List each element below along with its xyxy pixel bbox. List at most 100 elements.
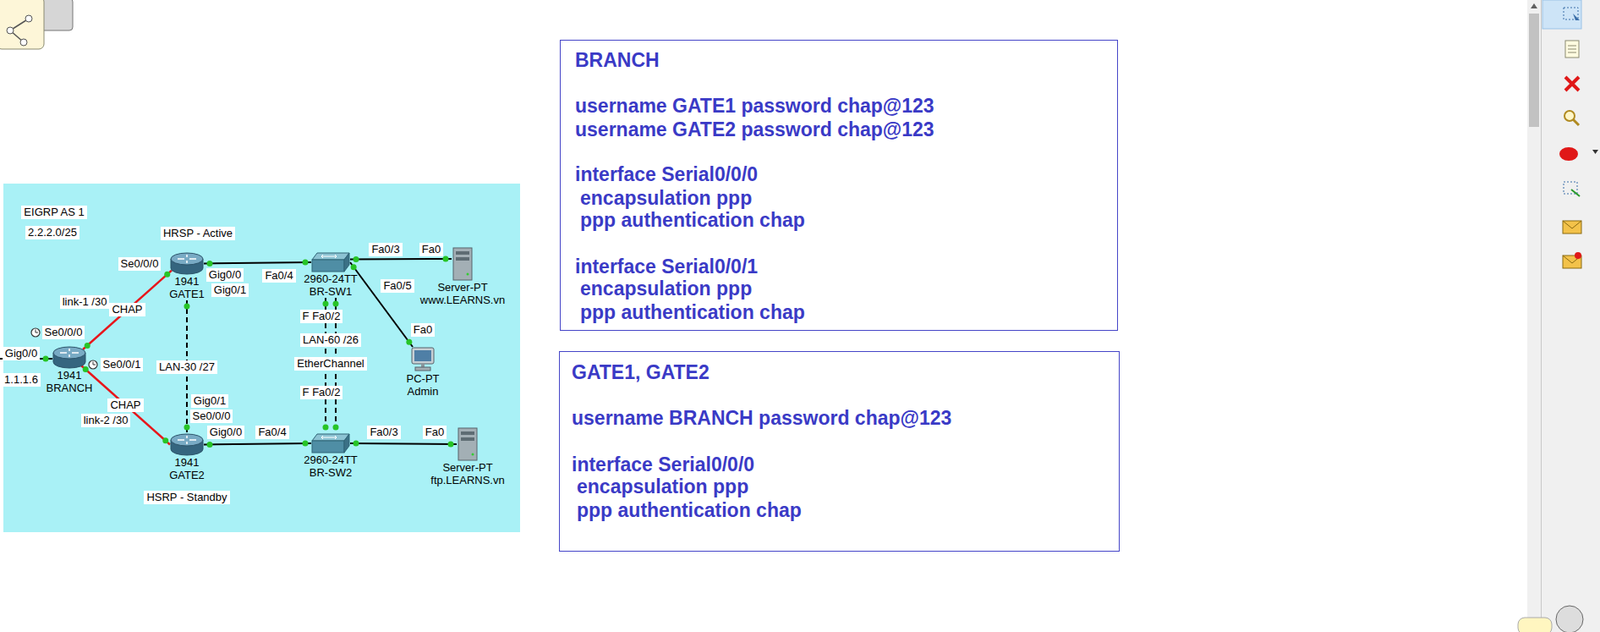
- interface-label: Se0/0/0: [42, 325, 86, 340]
- clock-symbol: [31, 328, 40, 337]
- server-bay: [455, 257, 470, 261]
- link-light: [333, 424, 340, 431]
- interface-label: F Fa0/2: [300, 385, 344, 400]
- router-top: [170, 252, 203, 265]
- device-label: Server-PT: [418, 280, 507, 294]
- interface-label: 2.2.2.0/25: [25, 225, 80, 240]
- pc-monitor: [411, 347, 434, 364]
- device-label: ftp.LEARNS.vn: [428, 473, 506, 487]
- router-device: 1941GATE1: [167, 252, 207, 301]
- switch-front: [312, 259, 345, 272]
- graph-dot: [25, 15, 33, 22]
- server-icon: [456, 427, 479, 461]
- switch-side: [344, 252, 350, 272]
- device-label: www.LEARNS.vn: [418, 293, 507, 307]
- network-area: [3, 183, 521, 532]
- device-label: BR-SW2: [301, 465, 360, 479]
- server-led: [471, 453, 475, 456]
- link-group: [350, 440, 457, 448]
- interface-label: 1.1.1.6: [1, 372, 41, 387]
- ethernet-link: [350, 257, 452, 260]
- pdu-tool: [1562, 220, 1582, 234]
- note-tool: [1565, 40, 1579, 58]
- router-icon: [52, 345, 87, 369]
- serial-link: [82, 270, 172, 350]
- router-icon: [169, 432, 204, 456]
- link-light: [350, 263, 357, 270]
- device-label: BRANCH: [44, 381, 95, 395]
- resize-arrow: [1571, 189, 1580, 197]
- config-line: encapsulation ppp: [580, 277, 752, 301]
- clock-symbol: [88, 360, 98, 369]
- interface-label: HSRP - Standby: [143, 490, 230, 505]
- config-line: ppp authentication chap: [580, 301, 806, 324]
- pc-screen: [414, 350, 432, 362]
- link-label: CHAP: [107, 398, 143, 412]
- interface-label: Se0/0/1: [100, 357, 144, 372]
- pc-icon: [410, 346, 436, 373]
- server-led: [465, 273, 469, 276]
- switch-arrows: [321, 435, 337, 439]
- interface-label: LAN-60 /26: [300, 333, 362, 347]
- link-light: [302, 259, 309, 266]
- router-device: 1941BRANCH: [44, 345, 95, 395]
- switch-side: [344, 433, 350, 453]
- switch-device: 2960-24TTBR-SW2: [301, 432, 360, 479]
- config-line: encapsulation ppp: [580, 186, 752, 210]
- ethernet-link: [203, 262, 312, 264]
- switch-icon: [311, 252, 351, 273]
- interface-label: EIGRP AS 1: [21, 205, 87, 220]
- interface-label: HRSP - Active: [160, 226, 236, 241]
- scrollbar-track: [1527, 0, 1541, 632]
- device-label: GATE1: [167, 287, 207, 301]
- dropdown-arrow: [1592, 149, 1599, 154]
- link-group: [81, 365, 170, 445]
- router-top: [53, 346, 86, 359]
- draw-ellipse-tool: [1559, 147, 1579, 161]
- switch-arrows: [321, 254, 337, 258]
- router-arrows: [177, 435, 197, 444]
- link-light: [323, 301, 329, 307]
- link-light: [206, 441, 213, 448]
- graph-dot: [20, 38, 28, 46]
- interface-label: Gig0/0: [207, 425, 245, 439]
- interface-label: Se0/0/0: [118, 257, 162, 271]
- device-label: GATE2: [167, 468, 207, 482]
- device-label: Admin: [405, 384, 442, 398]
- interface-label: Fa0/5: [380, 279, 414, 293]
- interface-label: link-2 /30: [81, 413, 132, 428]
- pdu-badge: [1574, 252, 1582, 259]
- toolbar: [1540, 0, 1600, 632]
- logical-view-button: [0, 0, 44, 50]
- interface-label: F Fa0/2: [300, 309, 344, 324]
- pdu-flap: [1562, 220, 1582, 229]
- config-line: ppp authentication chap: [576, 498, 802, 522]
- device-label: Server-PT: [428, 460, 506, 474]
- interface-label: Fa0/3: [367, 425, 400, 439]
- config-heading: GATE1, GATE2: [571, 361, 710, 384]
- link-light: [84, 342, 91, 349]
- link-light: [183, 424, 190, 431]
- interface-label: link-1 /30: [60, 295, 110, 309]
- link-light: [333, 301, 340, 307]
- link-light: [323, 424, 329, 431]
- router-arrows: [60, 348, 79, 357]
- link-group: [203, 440, 312, 448]
- device-label: 1941: [167, 274, 207, 288]
- device-label: 1941: [44, 368, 95, 382]
- router-arrows: [177, 254, 197, 264]
- clock-hands: [35, 329, 39, 334]
- interface-label: Fa0: [410, 323, 435, 337]
- server-bay: [455, 251, 470, 255]
- device-label: 1941: [167, 455, 207, 469]
- interface-label: Se0/0/0: [190, 409, 234, 423]
- toolbar-border: [1540, 0, 1542, 632]
- config-line: encapsulation ppp: [576, 475, 749, 499]
- note-lines: [1567, 45, 1577, 53]
- realtime-button: [1517, 617, 1552, 632]
- delete-tool: [1565, 76, 1579, 91]
- link-light: [164, 271, 170, 278]
- link-light: [442, 256, 449, 263]
- device-label: BR-SW1: [301, 284, 360, 298]
- link-light: [183, 303, 190, 310]
